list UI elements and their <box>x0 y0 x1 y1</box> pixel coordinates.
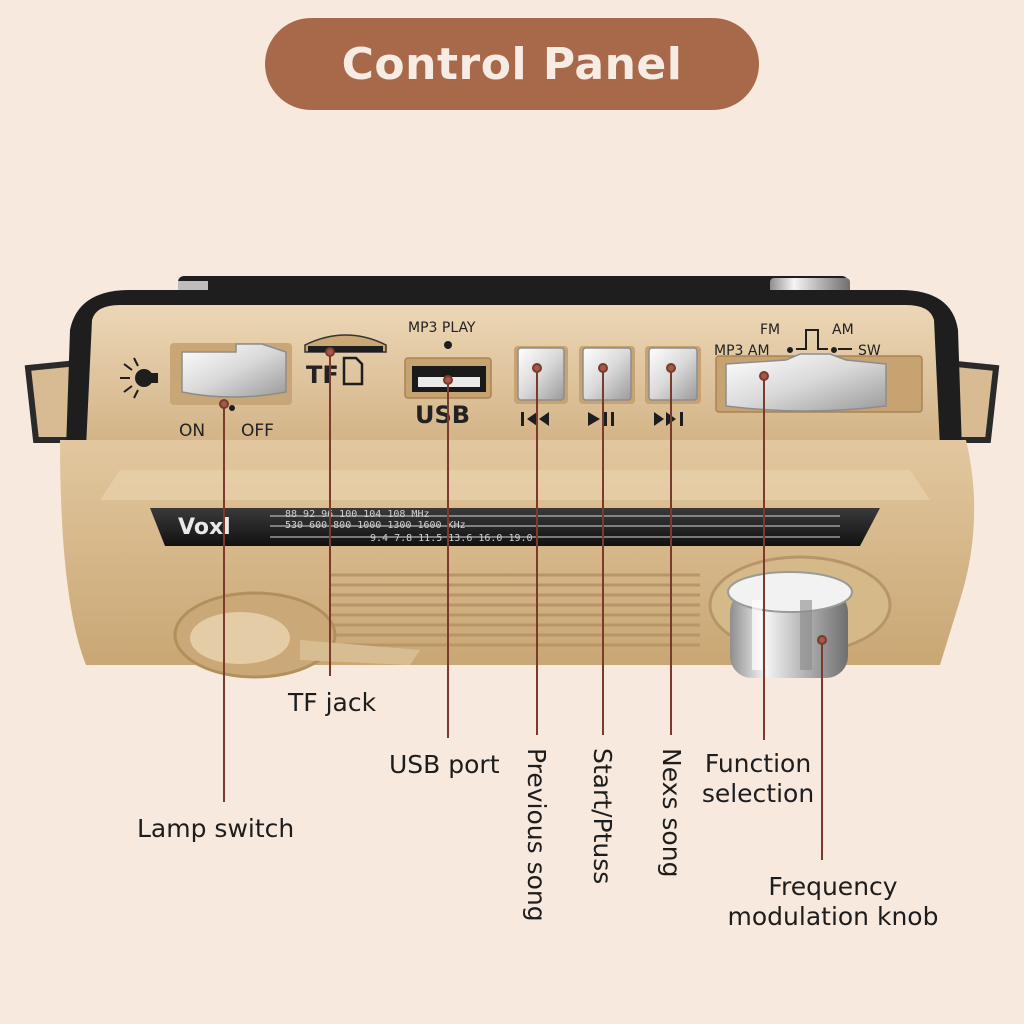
mp3-play-label: MP3 PLAY <box>408 320 476 336</box>
play-pause-icon <box>588 412 614 426</box>
lamp-off-label: OFF <box>241 421 274 441</box>
usb-label: USB <box>415 401 470 429</box>
lamp-icon <box>120 357 158 399</box>
tf-jack-callout: TF jack <box>288 688 377 717</box>
previous-button[interactable] <box>514 346 568 404</box>
start-pause-callout: Start/Ptuss <box>588 748 617 885</box>
next-button[interactable] <box>645 346 701 404</box>
previous-track-icon <box>521 412 549 426</box>
brand-logo: Voxl <box>178 515 231 540</box>
tf-card-icon <box>342 356 364 386</box>
next-song-callout: Nexs song <box>657 748 686 878</box>
tf-slot[interactable] <box>304 334 387 353</box>
band-sw-label: SW <box>858 343 881 359</box>
title-banner: Control Panel <box>265 18 759 110</box>
play-pause-button[interactable] <box>579 346 635 404</box>
function-selection-line1: Function <box>704 749 812 778</box>
band-am-label: AM <box>832 322 854 338</box>
frequency-knob-callout: Frequency modulation knob <box>718 872 948 932</box>
callout-leader-lines <box>219 347 827 860</box>
svg-text:530 600 800 1000 1300 160: 530 600 800 1000 1300 1600 KHz <box>285 520 466 531</box>
speaker-grille <box>330 573 700 647</box>
frequency-dial-window: 88 92 96 100 104 108 MHz 530 600 800 100… <box>150 508 880 546</box>
usb-port-callout: USB port <box>389 750 500 779</box>
frequency-knob-line2: modulation knob <box>727 902 939 931</box>
frequency-knob-line1: Frequency <box>768 872 898 901</box>
lamp-on-label: ON <box>179 421 205 441</box>
svg-text:9.4 7.8 11.5 13.6: 9.4 7.8 11.5 13.6 16.0 19.0 <box>370 533 533 544</box>
band-mp3am-label: MP3 AM <box>714 343 770 359</box>
band-position-marks <box>787 329 852 353</box>
previous-song-callout: Previous song <box>522 748 551 922</box>
lamp-switch[interactable] <box>170 343 292 411</box>
svg-text:88 92 96 100 104 108: 88 92 96 100 104 108 MHz <box>285 509 430 520</box>
function-selection-line2: selection <box>701 779 815 808</box>
mp3-play-indicator <box>444 341 452 349</box>
tf-label: TF <box>306 361 339 389</box>
page-title: Control Panel <box>341 38 683 90</box>
band-fm-label: FM <box>760 322 780 338</box>
function-selector-switch[interactable] <box>715 353 923 413</box>
lamp-switch-callout: Lamp switch <box>137 814 295 843</box>
frequency-knob[interactable] <box>708 555 892 678</box>
function-selection-callout: Function selection <box>696 749 820 809</box>
